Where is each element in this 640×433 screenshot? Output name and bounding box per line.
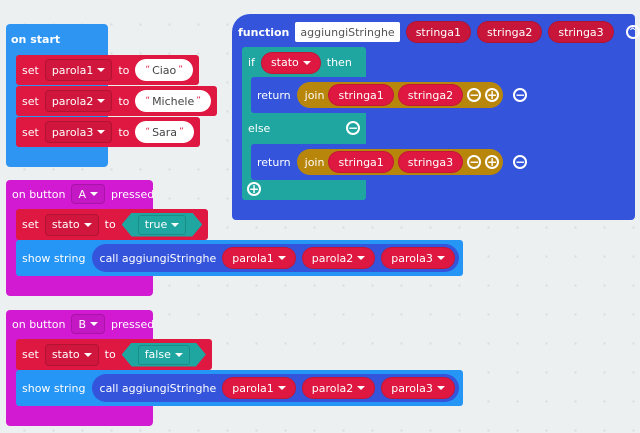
minus-icon[interactable]: −: [513, 88, 528, 102]
minus-icon[interactable]: −: [467, 88, 482, 102]
set-label: set: [22, 63, 39, 77]
show-string-label: show string: [22, 381, 86, 395]
call-function-block[interactable]: call aggiungiStringhe parola1 parola2 pa…: [91, 374, 459, 402]
show-string-label: show string: [22, 251, 86, 265]
set-label: set: [22, 218, 39, 231]
on-start-label: on start: [11, 33, 61, 46]
plus-icon[interactable]: +: [485, 155, 500, 169]
param-pill[interactable]: stringa1: [405, 21, 472, 43]
boolean-dropdown[interactable]: false: [138, 345, 190, 365]
call-label: call aggiungiStringhe: [99, 381, 217, 395]
arg-variable[interactable]: parola3: [381, 247, 455, 269]
variable-dropdown[interactable]: stato: [44, 343, 99, 366]
to-label: to: [104, 348, 116, 361]
pressed-label: pressed: [111, 317, 155, 331]
set-parola3-block[interactable]: set parola3 to Sara: [16, 117, 200, 147]
arg-pill[interactable]: stringa3: [397, 151, 464, 173]
arg-pill[interactable]: stringa1: [328, 151, 394, 173]
join-label: join: [304, 155, 325, 169]
button-a-header: on button A pressed: [6, 182, 160, 206]
param-pill[interactable]: stringa2: [477, 21, 543, 43]
return-label: return: [257, 155, 291, 169]
arg-variable[interactable]: parola1: [222, 247, 296, 269]
arg-pill[interactable]: stringa2: [397, 84, 464, 106]
minus-icon[interactable]: −: [513, 155, 528, 169]
else-label: else: [248, 122, 271, 135]
add-else-if-icon[interactable]: +: [247, 182, 261, 196]
join-block[interactable]: join stringa1 stringa3 − +: [296, 149, 504, 175]
call-function-block[interactable]: call aggiungiStringhe parola1 parola2 pa…: [91, 244, 459, 272]
on-button-label: on button: [12, 187, 66, 201]
call-label: call aggiungiStringhe: [99, 251, 217, 265]
param-pill[interactable]: stringa3: [548, 21, 614, 43]
set-parola1-block[interactable]: set parola1 to Ciao: [16, 55, 199, 85]
to-label: to: [118, 125, 130, 139]
return-block-then[interactable]: return join stringa1 stringa2 − + −: [251, 77, 534, 113]
string-input[interactable]: Michele: [135, 90, 211, 112]
remove-else-icon[interactable]: −: [346, 121, 360, 135]
return-label: return: [257, 88, 291, 102]
button-dropdown[interactable]: B: [71, 314, 106, 334]
set-label: set: [22, 94, 39, 108]
to-label: to: [118, 94, 130, 108]
set-label: set: [22, 125, 39, 139]
string-input[interactable]: Ciao: [135, 59, 193, 81]
join-label: join: [304, 88, 325, 102]
to-label: to: [118, 63, 130, 77]
show-string-block[interactable]: show string call aggiungiStringhe parola…: [16, 370, 463, 406]
condition-variable[interactable]: stato: [260, 51, 321, 74]
variable-dropdown[interactable]: parola2: [44, 90, 113, 112]
show-string-block[interactable]: show string call aggiungiStringhe parola…: [16, 240, 463, 276]
boolean-dropdown[interactable]: true: [138, 215, 187, 235]
variable-dropdown[interactable]: parola3: [44, 121, 113, 143]
arg-variable[interactable]: parola3: [381, 377, 455, 399]
arg-variable[interactable]: parola2: [301, 377, 376, 399]
button-b-header: on button B pressed: [6, 312, 160, 336]
function-keyword: function: [238, 25, 290, 39]
arg-variable[interactable]: parola1: [222, 377, 296, 399]
collapse-icon[interactable]: ^: [625, 25, 640, 39]
if-header: if stato then: [242, 50, 358, 75]
return-block-else[interactable]: return join stringa1 stringa3 − + −: [251, 144, 534, 180]
join-block[interactable]: join stringa1 stringa2 − +: [296, 82, 504, 108]
set-parola2-block[interactable]: set parola2 to Michele: [16, 86, 217, 116]
then-label: then: [326, 56, 352, 69]
string-input[interactable]: Sara: [135, 121, 194, 143]
set-stato-block[interactable]: set stato to false: [16, 339, 212, 370]
function-header: function aggiungiStringhe stringa1 strin…: [232, 18, 640, 46]
variable-dropdown[interactable]: stato: [44, 213, 99, 236]
plus-icon[interactable]: +: [485, 88, 500, 102]
arg-pill[interactable]: stringa1: [328, 84, 394, 106]
boolean-block[interactable]: true: [122, 213, 203, 237]
boolean-block[interactable]: false: [122, 343, 206, 367]
set-stato-block[interactable]: set stato to true: [16, 209, 209, 240]
on-button-label: on button: [12, 317, 66, 331]
arg-variable[interactable]: parola2: [301, 247, 376, 269]
minus-icon[interactable]: −: [467, 155, 482, 169]
if-label: if: [248, 56, 255, 69]
button-dropdown[interactable]: A: [71, 184, 106, 204]
to-label: to: [104, 218, 116, 231]
set-label: set: [22, 348, 39, 361]
function-name-input[interactable]: aggiungiStringhe: [295, 22, 400, 42]
pressed-label: pressed: [111, 187, 155, 201]
variable-dropdown[interactable]: parola1: [44, 59, 113, 81]
